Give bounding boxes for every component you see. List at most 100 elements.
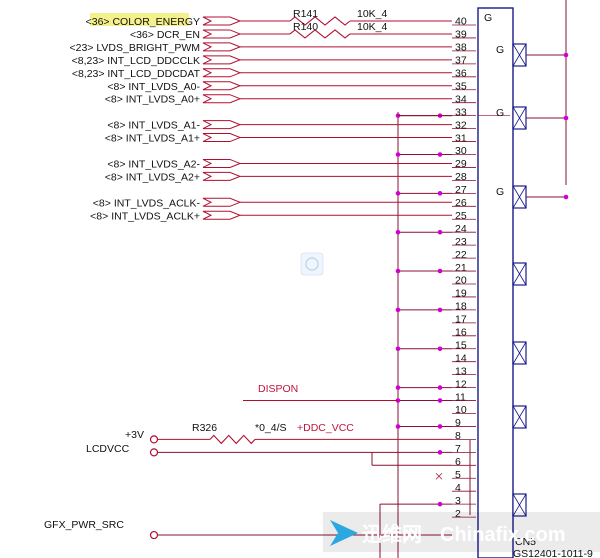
pin-number: 40 [455,16,467,28]
junction-dot [395,191,401,196]
pin-number: 31 [455,132,467,144]
junction-dot [395,307,401,313]
pin-number: 2 [455,508,461,520]
gfx-pwr-src-label: GFX_PWR_SRC [44,519,124,531]
pin-number: 18 [455,301,467,313]
watermark: 迅维网 Chinafix.com [323,512,600,552]
watermark-bg [323,512,600,552]
ground-label: G [496,107,504,119]
junction-dot [563,52,569,58]
signal-label: <8> INT_LVDS_A0+ [105,94,200,106]
pin-number: 27 [455,184,467,196]
pin-number: 8 [455,430,461,442]
pin-number: 36 [455,68,467,80]
pin-number: 17 [455,314,467,326]
offsheet-arrow-icon [202,171,242,181]
pin-number: 3 [455,495,461,507]
pin-number: 11 [455,391,466,403]
offsheet-arrow-icon [202,29,242,39]
junction-dot [437,307,443,313]
generated-wiring: 4039383736353433323130292827262524232221… [69,12,569,558]
pin-number: 28 [455,171,467,183]
pin-number: 29 [455,158,467,170]
signal-label: <8> INT_LVDS_A1- [107,120,200,132]
resistor-symbol [289,29,351,39]
connector-part: GS12401-1011-9 [513,548,593,558]
ground-label: G [496,44,504,56]
lcdvcc-label: LCDVCC [86,443,130,455]
r140-value: 10K_4 [357,21,388,33]
watermark-cn: 迅维网 [362,522,422,546]
pin-number: 6 [455,456,461,468]
junction-dot [437,385,443,390]
center-emblem-icon [300,252,324,276]
watermark-logo-icon [330,520,358,546]
junction-dot [395,152,401,157]
pin-number: 38 [455,42,467,54]
signal-label: <8> INT_LVDS_ACLK- [93,197,201,209]
pin-number: 7 [455,443,461,455]
signal-label: <8> INT_LVDS_A1+ [105,133,200,145]
offsheet-arrow-icon [202,68,242,78]
pin-number: 35 [455,80,467,92]
offsheet-arrow-icon [202,81,242,91]
junction-dot [563,115,569,121]
offsheet-arrow-icon [202,210,242,220]
offsheet-arrow-icon [202,120,242,130]
ground-tab-hatch [512,185,527,209]
pin-number: 21 [455,262,467,274]
ground-label: G [484,12,492,24]
offsheet-arrow-icon [202,16,242,26]
pin-number: 5 [455,469,461,481]
power-terminal-icon [149,530,159,540]
power-terminal-icon [149,448,159,457]
resistor-symbol [289,16,351,26]
junction-dot [395,385,401,390]
resistor-symbol [209,434,256,445]
signal-label: <36> COLOR_ENERGY [86,16,200,28]
offsheet-arrow-icon [202,55,242,65]
junction-dot [437,229,443,235]
pin-number: 34 [455,93,467,105]
highlight-box [90,13,189,26]
plus3v-label: +3V [125,429,144,441]
pin-number: 19 [455,288,467,300]
pin-number: 13 [455,365,467,377]
junction-dot [437,191,443,196]
offsheet-arrow-icon [202,133,242,143]
pin-number: 12 [455,378,467,390]
r326-ref: R326 [192,422,217,434]
connector-frame [397,0,567,558]
junction-dot [395,346,401,352]
signal-label: <8> INT_LVDS_A2+ [105,171,200,183]
pin-number: 16 [455,327,467,339]
r326-value: *0_4/S [255,422,287,434]
pin-number: 10 [455,404,467,416]
no-connect-icon [435,472,443,480]
pin-number: 25 [455,210,467,222]
junction-dot [437,346,443,352]
pin-number: 26 [455,197,467,209]
signal-label: <8> INT_LVDS_A0- [107,81,200,93]
offsheet-arrow-icon [202,94,242,104]
ground-tab-hatch [512,341,527,365]
r140-ref: R140 [293,21,318,33]
ground-tab-hatch [512,493,527,517]
pin-number: 30 [455,145,467,157]
pin-number: 32 [455,119,467,131]
pin-number: 22 [455,249,467,261]
junction-dot [437,501,443,507]
ground-tab-hatch [512,106,527,130]
power-terminal-icon [149,435,159,444]
offsheet-arrow-icon [202,197,242,207]
pin-number: 20 [455,275,467,287]
pin-number: 39 [455,29,467,41]
signal-label: <8,23> INT_LCD_DDCCLK [72,55,200,67]
junction-dot [437,424,443,429]
junction-dot [437,268,443,274]
pin-number: 24 [455,223,467,235]
pin-number: 37 [455,55,467,67]
signal-label: <8> INT_LVDS_ACLK+ [90,210,200,222]
dispon-label: DISPON [258,383,298,395]
ground-tab-hatch [512,262,527,286]
